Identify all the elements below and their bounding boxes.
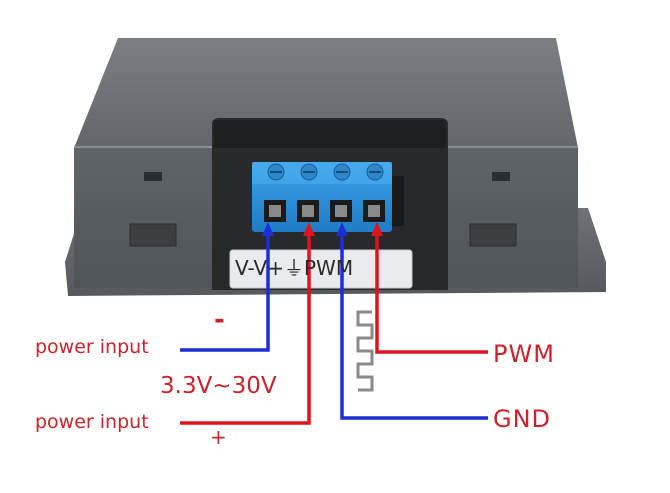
power-input-positive-label: power input bbox=[35, 411, 149, 433]
clip-slot-left-top bbox=[144, 172, 162, 181]
terminal-label-plate bbox=[229, 249, 413, 289]
clip-slot-left bbox=[129, 223, 177, 247]
terminal-screw-2 bbox=[300, 163, 318, 181]
pwm-label: PWM bbox=[493, 340, 555, 368]
clip-slot-right bbox=[469, 223, 517, 247]
clip-slot-right-top bbox=[492, 172, 510, 181]
positive-sign-label: + bbox=[210, 425, 227, 449]
voltage-range-label: 3.3V~30V bbox=[160, 373, 277, 399]
gnd-label: GND bbox=[493, 405, 552, 433]
terminal-screw-3 bbox=[333, 163, 351, 181]
terminal-screw-1 bbox=[267, 163, 285, 181]
wire-positive bbox=[180, 235, 311, 425]
wire-negative bbox=[180, 235, 270, 352]
wire-gnd bbox=[340, 235, 488, 420]
terminal-block bbox=[252, 162, 404, 232]
terminal-screw-4 bbox=[366, 163, 384, 181]
power-input-negative-label: power input bbox=[35, 336, 149, 358]
terminal-pin-label: V-V+⏚PWM bbox=[235, 256, 354, 280]
pwm-waveform-icon bbox=[356, 310, 374, 392]
housing-top bbox=[74, 38, 578, 148]
wire-pwm bbox=[375, 235, 488, 354]
negative-sign-label: - bbox=[214, 305, 225, 335]
wires bbox=[180, 222, 488, 425]
